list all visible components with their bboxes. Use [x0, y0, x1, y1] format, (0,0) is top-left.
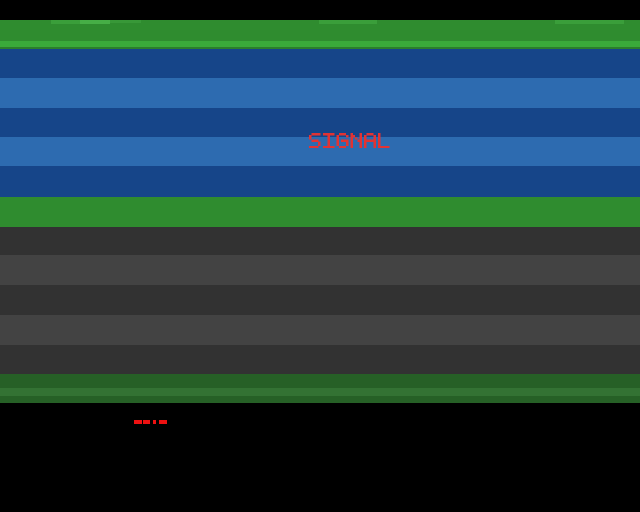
- grass-highlight-patch: [110, 20, 141, 23]
- score-area-top-black: [0, 0, 640, 20]
- grass-highlight-patch: [555, 20, 624, 24]
- lower-bank-dark-upper: [0, 374, 640, 388]
- road-lane-3: [0, 285, 640, 315]
- water-lane-1: [0, 49, 640, 78]
- grass-highlight-strip: [0, 41, 640, 47]
- road-lane-1: [0, 227, 640, 255]
- lower-bank-dark-lower: [0, 396, 640, 403]
- grass-highlight-patch: [319, 20, 377, 24]
- median-grass-strip: [0, 197, 640, 227]
- signal-text: [309, 133, 392, 149]
- road-lane-5: [0, 345, 640, 374]
- water-lane-2: [0, 78, 640, 108]
- water-lane-5: [0, 166, 640, 197]
- bottom-black-area: [0, 403, 640, 512]
- upper-grass-bank: [0, 20, 640, 41]
- grass-shadow-line: [0, 47, 640, 49]
- lower-bank-light-band: [0, 388, 640, 396]
- grass-highlight-patch: [51, 20, 80, 24]
- road-lane-4: [0, 315, 640, 345]
- road-lane-2: [0, 255, 640, 285]
- water-lane-3: [0, 108, 640, 137]
- grass-highlight-patch: [80, 20, 110, 24]
